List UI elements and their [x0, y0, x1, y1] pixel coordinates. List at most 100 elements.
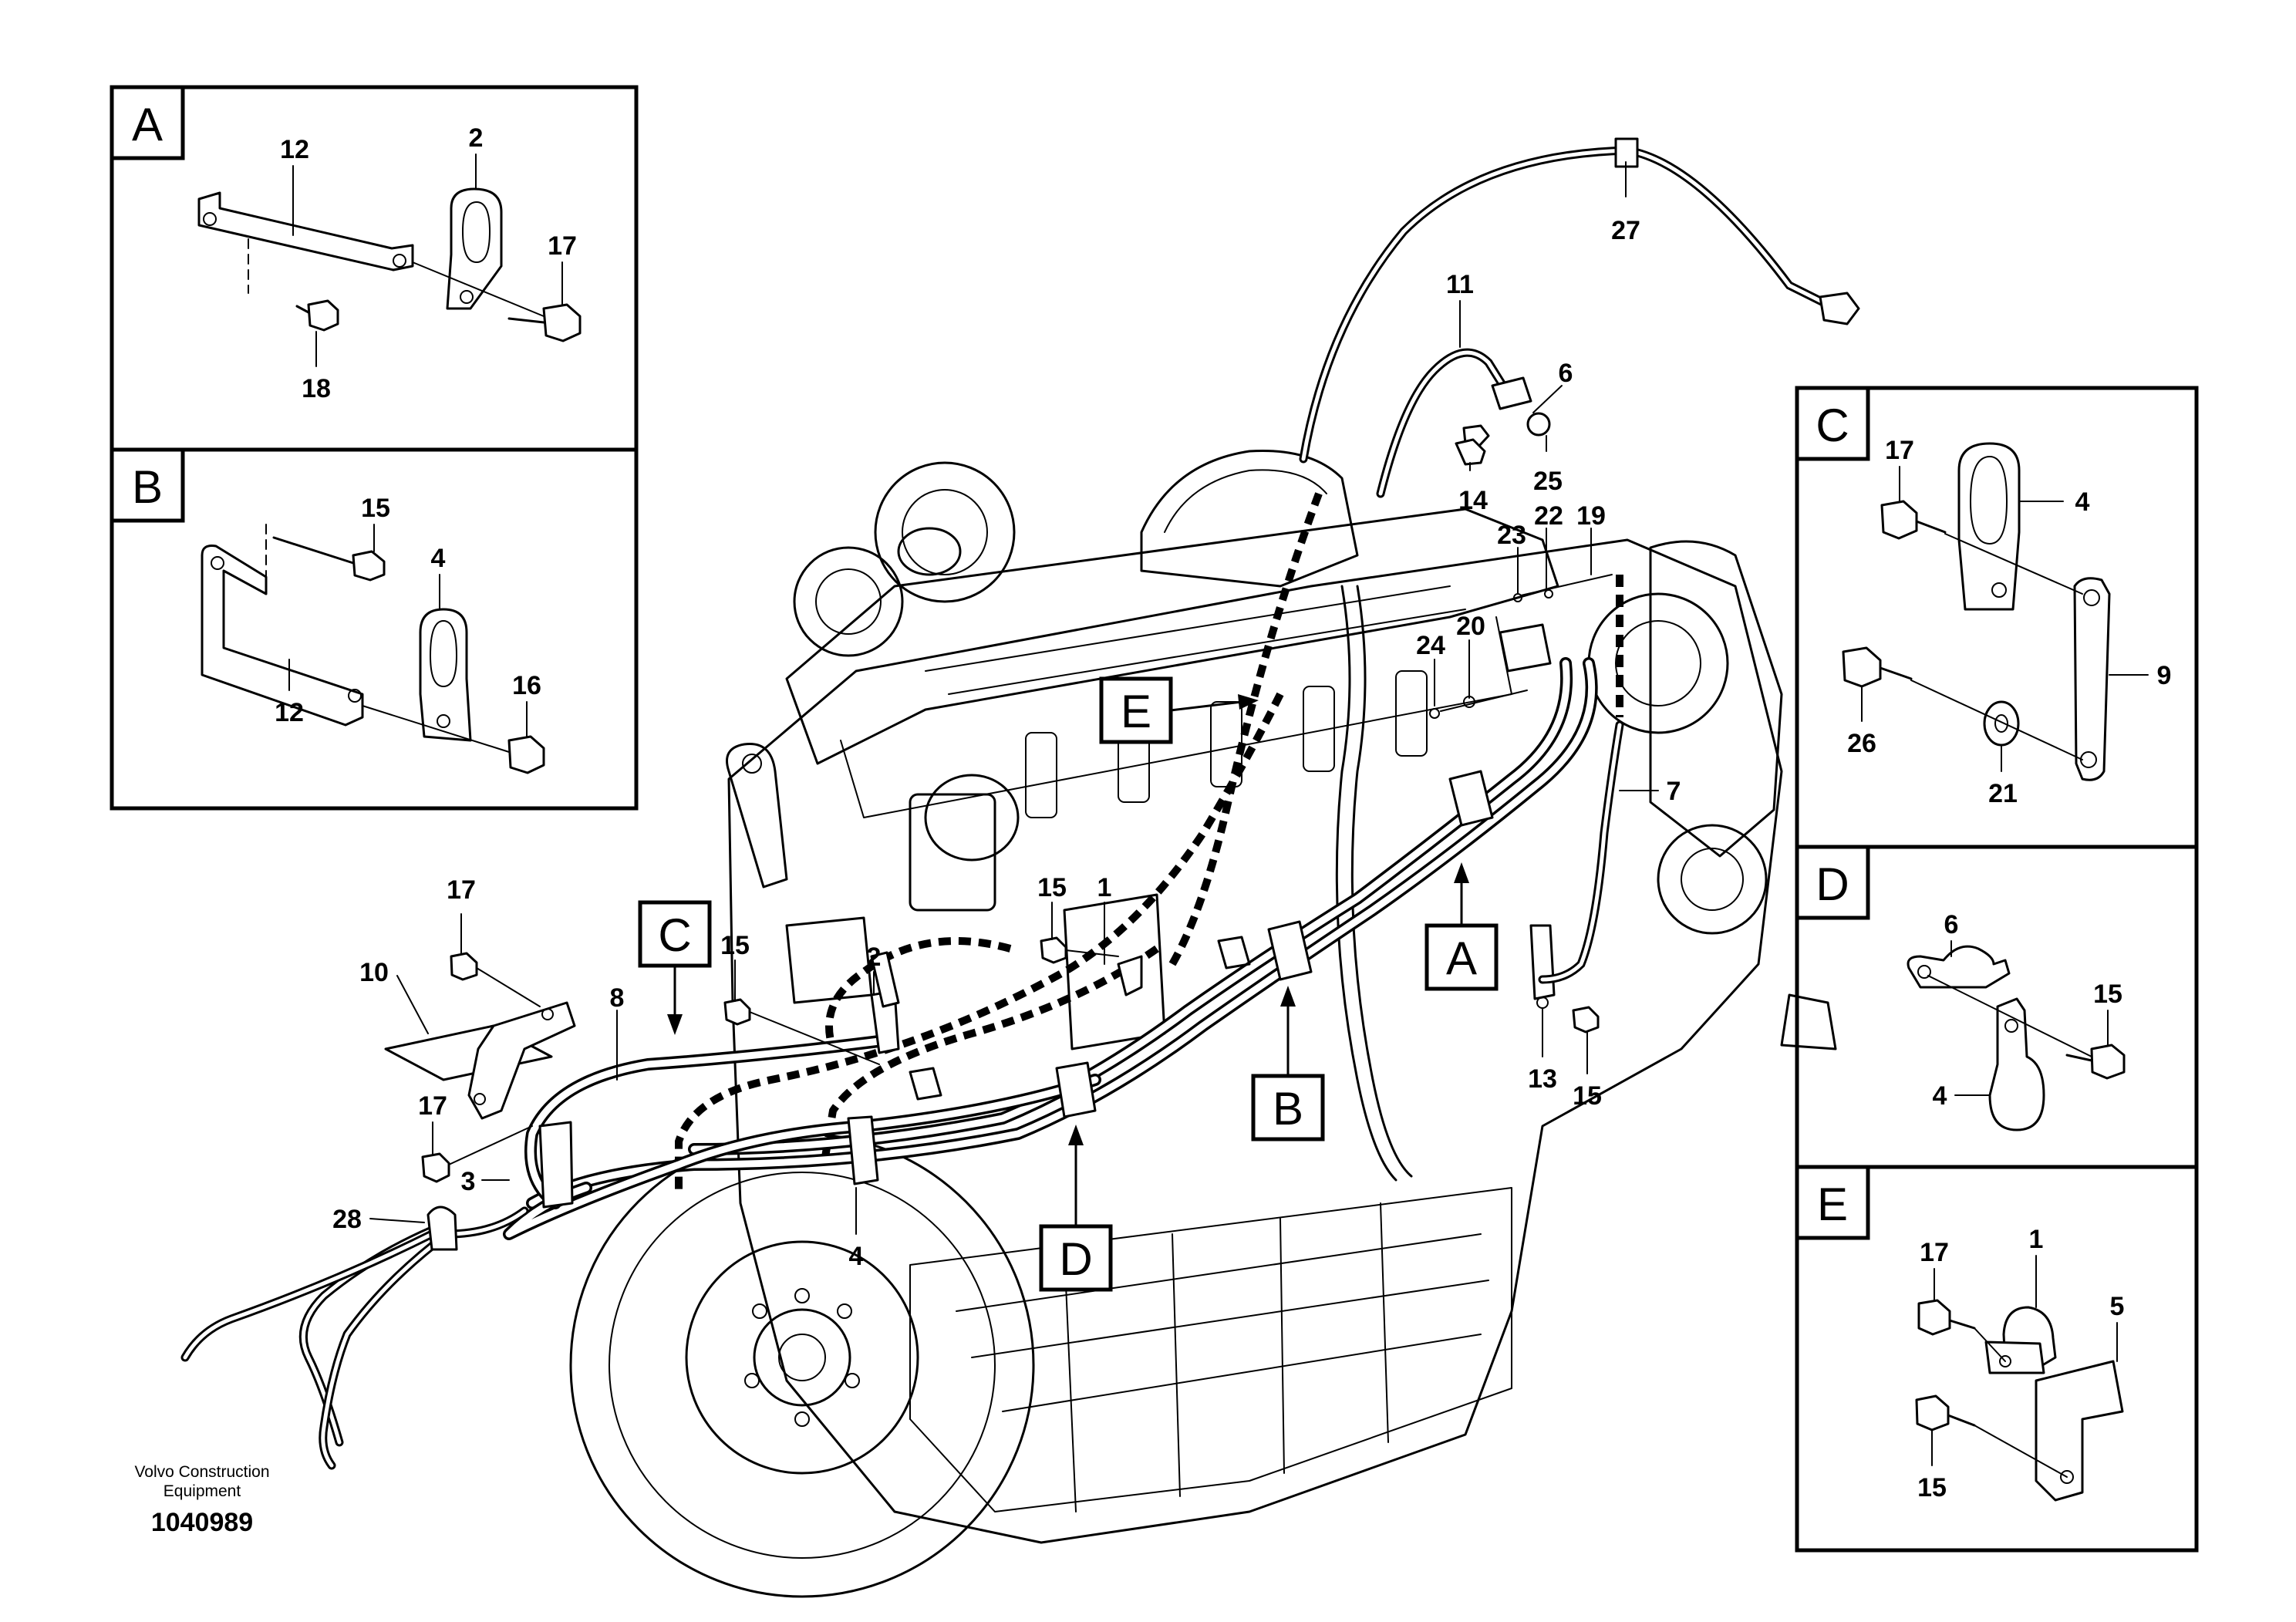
- detail-frame-a: [110, 85, 639, 452]
- bolt-17-c: [1880, 500, 1918, 540]
- label-main-15c: 15: [720, 931, 750, 960]
- label-main-20: 20: [1456, 612, 1485, 641]
- label-a-17: 17: [548, 231, 577, 261]
- label-main-25: 25: [1533, 467, 1563, 496]
- bolt-17: [542, 303, 582, 342]
- label-e-17: 17: [1920, 1238, 1949, 1267]
- clamp-4-c: [1957, 442, 2021, 611]
- engine-block-outline: [727, 538, 1783, 1544]
- detail-view-c: C 17 4 9 26 21: [1795, 386, 2199, 849]
- label-main-4: 4: [849, 1242, 864, 1271]
- label-main-8: 8: [610, 983, 625, 1013]
- callout-box-d: [1039, 1224, 1113, 1292]
- strap-9: [2073, 577, 2111, 781]
- detail-tag-d: D: [1816, 858, 1849, 910]
- label-main-22: 22: [1534, 501, 1563, 531]
- brand-line-1: Volvo Construction: [134, 1463, 269, 1481]
- bolt-15-e: [1915, 1394, 1950, 1431]
- callout-tag-a: A: [1446, 932, 1477, 984]
- label-b-15: 15: [361, 494, 390, 523]
- detail-view-a: A 12 2 17 18: [110, 85, 639, 452]
- label-main-24: 24: [1416, 631, 1445, 660]
- footer: Volvo Construction Equipment 1040989: [134, 1463, 269, 1537]
- bolt-26: [1842, 646, 1882, 688]
- brand-line-2: Equipment: [164, 1482, 241, 1500]
- flywheel: [685, 1240, 919, 1475]
- label-main-23: 23: [1497, 521, 1526, 550]
- bolt-15-d: [2090, 1044, 2126, 1080]
- label-d-4: 4: [1933, 1081, 1947, 1111]
- alternator: [1657, 824, 1768, 935]
- clamp-4-b: [419, 608, 472, 742]
- detail-view-e: E 17 1 5 15: [1795, 1165, 2199, 1553]
- callout-box-a: [1424, 923, 1499, 991]
- label-main-17b: 17: [418, 1091, 447, 1121]
- label-main-15b: 15: [1573, 1081, 1602, 1111]
- detail-tag-box-a: [110, 85, 185, 160]
- bracket-12: [197, 191, 414, 271]
- fan-pulley: [1587, 592, 1729, 734]
- label-c-9: 9: [2157, 661, 2172, 690]
- detail-tag-box-c: [1795, 386, 1870, 461]
- label-c-17: 17: [1885, 436, 1914, 465]
- detail-view-b: B 15 4 12 16: [110, 447, 639, 811]
- label-b-4: 4: [431, 544, 446, 573]
- callout-tag-b: B: [1273, 1083, 1303, 1135]
- label-main-2: 2: [867, 943, 882, 972]
- detail-tag-box-d: [1795, 845, 1870, 920]
- label-a-2: 2: [469, 123, 484, 153]
- washer-21: [1983, 700, 2020, 747]
- bolt-18: [307, 299, 339, 332]
- bolt-16: [507, 735, 545, 774]
- detail-tag-c: C: [1816, 400, 1849, 451]
- label-main-3: 3: [461, 1167, 476, 1196]
- main-part-labels: 27 11 6 14 25 23 22 19 24 20 7 17 10 8 1…: [332, 161, 1681, 1271]
- label-b-12: 12: [275, 698, 304, 727]
- callout-tag-d: D: [1059, 1233, 1092, 1285]
- detail-tag-box-e: [1795, 1165, 1870, 1240]
- label-c-26: 26: [1847, 729, 1876, 758]
- label-main-17a: 17: [447, 875, 476, 905]
- callout-box-b: [1251, 1074, 1325, 1141]
- label-a-12: 12: [280, 135, 309, 164]
- label-main-28: 28: [332, 1205, 362, 1234]
- clamp-2: [446, 187, 503, 310]
- label-main-7: 7: [1667, 777, 1681, 806]
- callout-tag-e: E: [1121, 686, 1151, 737]
- label-main-19: 19: [1576, 501, 1606, 531]
- turbocharger: [874, 461, 1016, 603]
- label-main-6: 6: [1559, 359, 1573, 388]
- label-main-11: 11: [1446, 270, 1474, 299]
- front-cover: [1649, 540, 1783, 858]
- label-a-18: 18: [302, 374, 331, 403]
- label-main-27: 27: [1611, 216, 1640, 245]
- label-c-4: 4: [2075, 487, 2090, 517]
- detail-tag-b: B: [132, 461, 163, 513]
- document-number: 1040989: [151, 1508, 253, 1537]
- label-e-5: 5: [2110, 1292, 2125, 1321]
- clamp-4-d: [1988, 997, 2045, 1131]
- label-d-15: 15: [2093, 980, 2122, 1009]
- bracket-5: [2035, 1360, 2124, 1502]
- callout-tag-c: C: [658, 909, 691, 961]
- label-c-21: 21: [1988, 779, 2018, 808]
- cable-11: [1376, 348, 1512, 498]
- sensor-cable-27: [1299, 146, 1832, 464]
- callout-box-c: [638, 900, 712, 968]
- detail-tag-a: A: [132, 99, 163, 150]
- wiring-harness: [180, 137, 1860, 1470]
- label-e-15: 15: [1917, 1473, 1947, 1502]
- clamp-6: [1907, 945, 2011, 989]
- label-main-1: 1: [1097, 873, 1112, 902]
- label-b-16: 16: [512, 671, 541, 700]
- bolt-15-b: [352, 550, 386, 582]
- label-main-13: 13: [1528, 1064, 1557, 1094]
- detail-frame-b: [110, 447, 639, 811]
- label-main-10: 10: [359, 958, 389, 987]
- air-intake-housing: [1140, 449, 1359, 588]
- bolt-17-e: [1917, 1299, 1951, 1336]
- label-main-15a: 15: [1037, 873, 1067, 902]
- callout-tags: A B C D E: [638, 676, 1499, 1292]
- detail-view-d: D 6 15 4: [1795, 845, 2199, 1169]
